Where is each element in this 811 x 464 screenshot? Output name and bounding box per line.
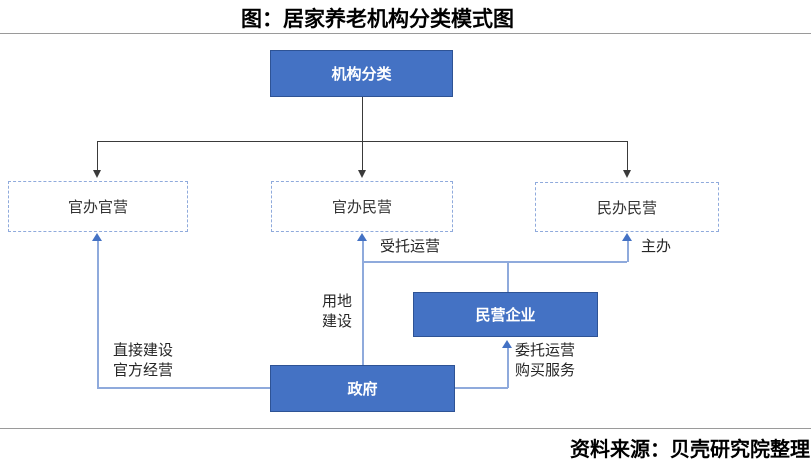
- arrow-up-icon: [92, 233, 102, 241]
- connector-line: [362, 240, 364, 365]
- node-government: 政府: [270, 365, 455, 412]
- top-rule: [0, 33, 811, 34]
- node-gov-gov: 官办官营: [8, 181, 188, 232]
- node-private-private-label: 民办民营: [596, 199, 657, 217]
- node-gov-gov-label: 官办官营: [67, 199, 128, 216]
- arrow-up-icon: [357, 233, 367, 241]
- page-title: 图：居家养老机构分类模式图: [241, 7, 514, 31]
- connector-line: [97, 387, 270, 389]
- arrow-down-icon: [623, 170, 631, 178]
- edge-label-direct-build: 直接建设 官方经营: [113, 343, 174, 379]
- node-government-label: 政府: [347, 381, 378, 398]
- edge-label-host: 主办: [641, 239, 672, 255]
- edge-label-commission-purchase: 委托运营 购买服务: [515, 343, 576, 379]
- node-root-label: 机构分类: [331, 66, 392, 83]
- connector-line: [97, 141, 628, 142]
- connector-line: [97, 240, 99, 388]
- arrow-up-icon: [622, 233, 632, 241]
- bottom-rule: [0, 428, 811, 429]
- node-gov-private: 官办民营: [271, 181, 453, 232]
- connector-line: [455, 387, 508, 389]
- node-private-private: 民办民营: [535, 182, 719, 232]
- edge-label-entrusted-operation: 受托运营: [380, 239, 441, 255]
- arrow-down-icon: [358, 170, 366, 178]
- connector-line: [627, 240, 629, 262]
- connector-line: [507, 261, 509, 292]
- connector-line: [362, 97, 363, 171]
- edge-label-land-construction: 用地 建设: [322, 294, 353, 330]
- connector-line: [507, 347, 509, 388]
- node-root: 机构分类: [270, 50, 453, 97]
- connector-line: [627, 141, 628, 171]
- connector-line: [97, 141, 98, 171]
- node-gov-private-label: 官办民营: [331, 199, 392, 216]
- connector-line: [362, 261, 627, 263]
- source-note: 资料来源：贝壳研究院整理: [570, 439, 810, 461]
- arrow-down-icon: [93, 170, 101, 178]
- node-enterprise-label: 民营企业: [475, 307, 536, 324]
- node-enterprise: 民营企业: [413, 292, 598, 337]
- arrow-up-icon: [502, 340, 512, 348]
